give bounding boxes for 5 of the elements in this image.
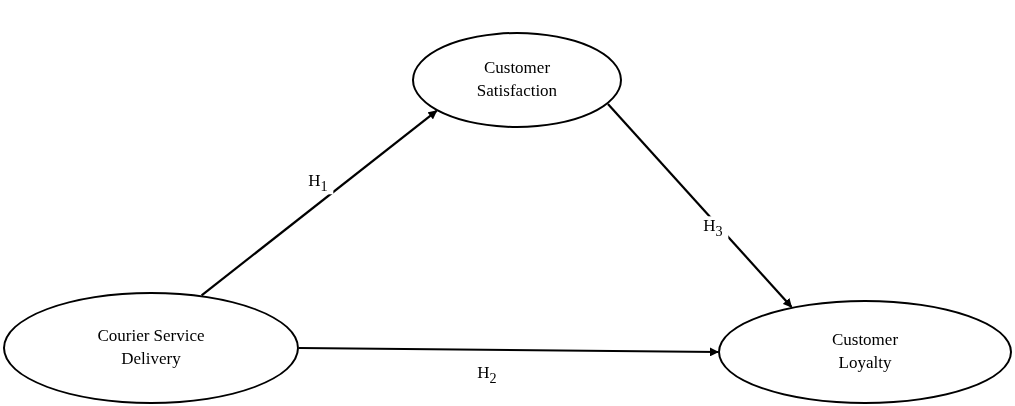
- arrow: [299, 346, 719, 357]
- arrow: [607, 103, 793, 308]
- construct-label: Customer Loyalty: [830, 329, 900, 374]
- construct-label: Customer Satisfaction: [475, 57, 559, 102]
- construct-label: Courier Service Delivery: [96, 325, 206, 370]
